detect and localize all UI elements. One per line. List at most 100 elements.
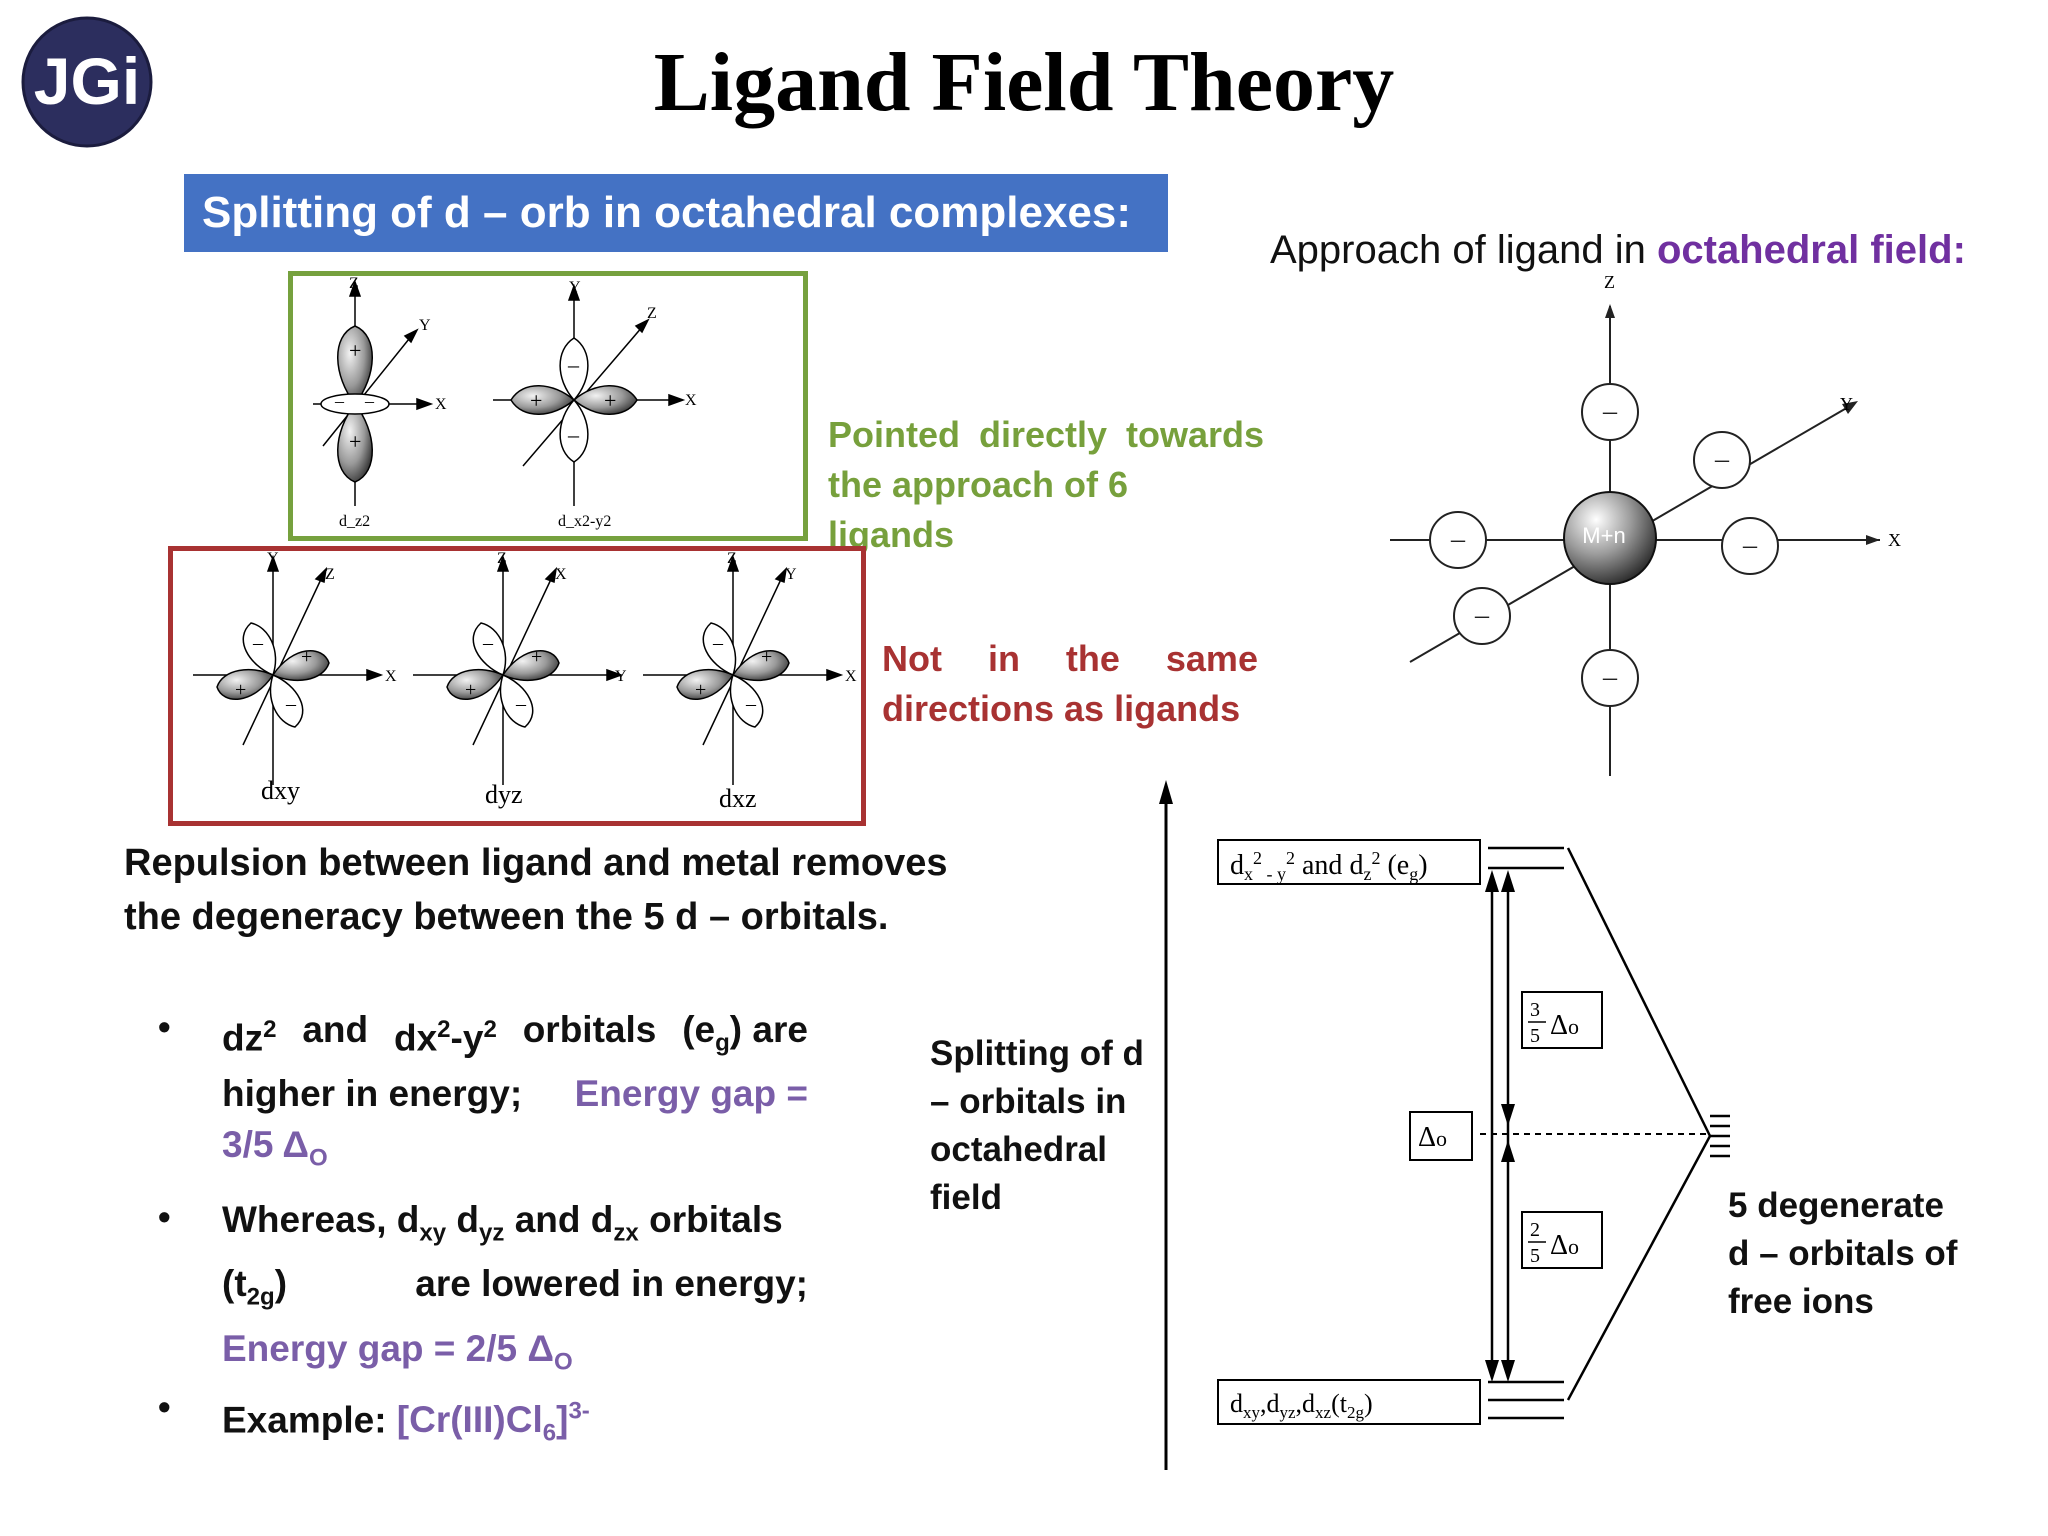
bullet-example: Example: [Cr(III)Cl6]3- — [222, 1398, 590, 1447]
dz2-label: d_z2 — [339, 513, 370, 530]
svg-text:5: 5 — [1530, 1245, 1540, 1267]
z-axis-label: Z — [1604, 276, 1615, 292]
dyz-label: dyz — [485, 780, 523, 809]
t2g-caption-word: same — [1165, 638, 1258, 679]
svg-text:Z: Z — [497, 551, 507, 567]
dxz-orbital — [643, 554, 844, 785]
ligand-charges — [1429, 383, 1779, 707]
t2g-orbitals-diagram: + + – – + + – – + + – – Y Z X Z X Y Z Y X dxy dyz dxz — [193, 550, 857, 813]
dxy-label: dxy — [261, 776, 300, 805]
bullet-t2g: Whereas, dxy dyz and dzx orbitals (t2g)a… — [222, 1199, 808, 1376]
t2g-caption-word: the — [1065, 638, 1120, 679]
t2g-orbitals-panel: + + – – + + – – + + – – Y Z X Z X Y Z Y X dxy dyz dxz — [168, 546, 866, 826]
svg-text:–: – — [1714, 444, 1730, 475]
t2g-caption: Not in the same directions as ligands — [882, 634, 1258, 734]
svg-text:–: – — [515, 693, 527, 715]
svg-text:–: – — [1602, 662, 1618, 693]
bullet-dot: • — [158, 1006, 171, 1047]
svg-text:X: X — [435, 396, 447, 413]
energy-splitting-diagram: dx2 - y2 and dz2 (eg) dxy,dyz,dxz(t2g) Δ… — [1159, 780, 1730, 1470]
svg-text:–: – — [567, 352, 580, 377]
eg-caption-word: towards — [1125, 414, 1264, 455]
svg-text:–: – — [1474, 600, 1490, 631]
svg-text:3: 3 — [1530, 999, 1540, 1021]
approach-highlight: octahedral field: — [1656, 228, 1966, 272]
svg-text:Z: Z — [727, 551, 737, 567]
svg-text:–: – — [285, 693, 297, 715]
page-title: Ligand Field Theory — [653, 36, 1395, 129]
eg-caption-word: directly — [978, 414, 1108, 455]
svg-text:X: X — [555, 566, 567, 583]
svg-text:+: + — [761, 646, 772, 668]
dx2-y2-label: d_x2-y2 — [558, 513, 611, 530]
svg-text:Y: Y — [569, 279, 581, 296]
dxy-orbital — [193, 554, 384, 785]
repulsion-text: Repulsion between ligand and metal remov… — [124, 836, 1014, 944]
section-banner: Splitting of d – orb in octahedral compl… — [184, 174, 1168, 252]
lower-gap-label: Δo — [1550, 1230, 1579, 1261]
svg-text:Z: Z — [349, 276, 359, 292]
svg-text:5: 5 — [1530, 1025, 1540, 1047]
svg-text:–: – — [1602, 396, 1618, 427]
eg-orbitals-diagram: + + – – Z Y X d_z2 + + – – Y Z X d_x2-y2 — [313, 275, 697, 530]
eg-caption: Pointed directly towards the approach of… — [828, 410, 1264, 560]
eg-caption-line2: the approach of 6 ligands — [828, 464, 1129, 555]
svg-text:–: – — [712, 632, 724, 654]
repulsion-line1: Repulsion between ligand and metal remov… — [124, 842, 948, 884]
degenerate-label: 5 degenerate d – orbitals of free ions — [1728, 1186, 1958, 1321]
svg-text:X: X — [685, 392, 697, 409]
t2g-box-label: dxy,dyz,dxz(t2g) — [1230, 1389, 1373, 1422]
svg-text:Z: Z — [647, 305, 657, 322]
upper-gap-label: Δo — [1550, 1010, 1579, 1041]
svg-text:2: 2 — [1530, 1219, 1540, 1241]
svg-text:–: – — [1450, 524, 1466, 555]
dxz-label: dxz — [719, 784, 757, 813]
svg-text:Y: Y — [419, 317, 431, 334]
svg-text:Y: Y — [785, 566, 797, 583]
svg-text:Z: Z — [325, 566, 335, 583]
eg-orbitals-panel: + + – – Z Y X d_z2 + + – – Y Z X d_x2-y2 — [288, 271, 808, 541]
svg-text:–: – — [1742, 530, 1758, 561]
logo-text: JGi — [34, 44, 140, 118]
approach-heading: Approach of ligand in octahedral field: — [1270, 228, 1966, 273]
svg-text:+: + — [349, 338, 361, 363]
svg-text:X: X — [385, 668, 397, 685]
dx2-y2-orbital — [493, 283, 686, 506]
svg-text:–: – — [745, 693, 757, 715]
svg-text:Y: Y — [267, 551, 279, 567]
svg-text:+: + — [465, 679, 476, 701]
bullet-dot: • — [158, 1196, 171, 1237]
dz2-orbital — [313, 279, 434, 506]
delta-o-label: Δo — [1418, 1122, 1447, 1153]
svg-text:+: + — [301, 646, 312, 668]
svg-text:–: – — [482, 632, 494, 654]
eg-caption-word: Pointed — [828, 414, 960, 455]
t2g-caption-word: Not — [882, 638, 942, 679]
svg-text:+: + — [695, 679, 706, 701]
svg-text:–: – — [364, 391, 375, 411]
t2g-caption-line2: directions as ligands — [882, 688, 1241, 729]
approach-prefix: Approach of ligand in — [1270, 228, 1657, 272]
splitting-label: Splitting of d – orbitals in octahedral … — [930, 1034, 1144, 1217]
bullet-eg: dz2 and dx2-y2 orbitals (eg) are higher … — [222, 1009, 808, 1172]
svg-text:–: – — [334, 391, 345, 411]
svg-text:+: + — [530, 388, 542, 413]
octahedral-field-diagram: Z X Y – – – – – – M+n — [1390, 276, 1901, 776]
jgi-logo: JGi — [21, 16, 153, 148]
x-axis-label: X — [1888, 530, 1901, 550]
svg-text:–: – — [252, 632, 264, 654]
svg-text:+: + — [531, 646, 542, 668]
metal-ion — [1563, 491, 1657, 585]
svg-text:+: + — [349, 429, 361, 454]
y-axis-label: Y — [1840, 394, 1853, 414]
svg-text:–: – — [567, 422, 580, 447]
t2g-caption-word: in — [987, 638, 1020, 679]
svg-text:+: + — [235, 679, 246, 701]
repulsion-line2: the degeneracy between the 5 d – orbital… — [124, 896, 889, 938]
metal-label: M+n — [1582, 523, 1625, 548]
svg-text:X: X — [845, 668, 857, 685]
bullet-dot: • — [158, 1386, 171, 1427]
svg-text:Y: Y — [615, 668, 627, 685]
dyz-orbital — [413, 554, 624, 785]
svg-text:+: + — [604, 388, 616, 413]
